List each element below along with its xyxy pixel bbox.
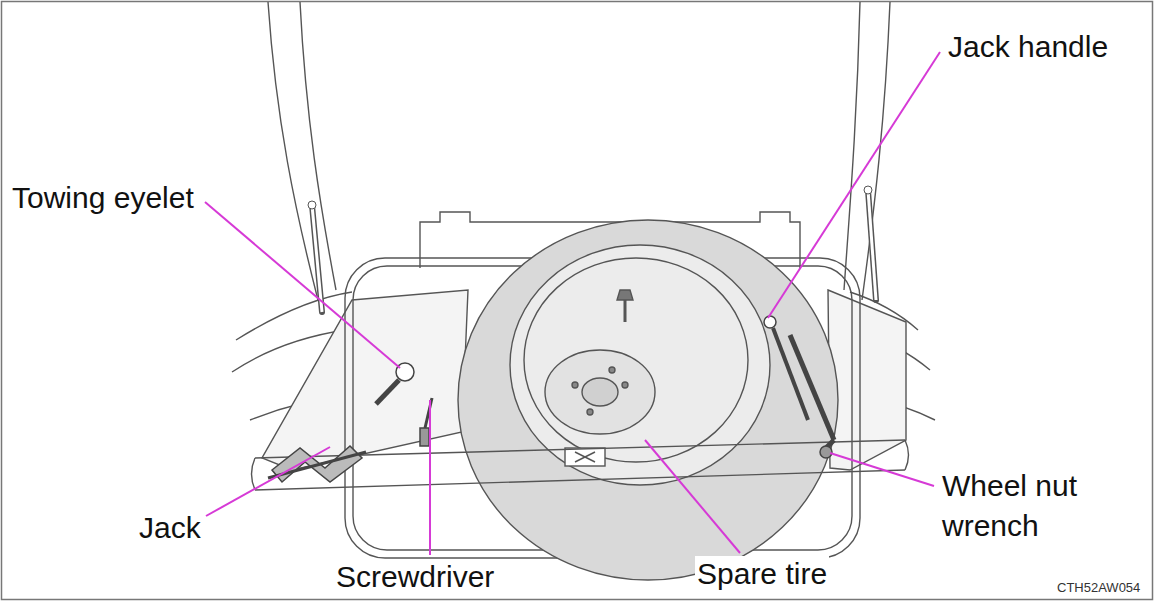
callout-label: Screwdriver — [334, 559, 496, 595]
callout-label: Jack — [137, 510, 203, 546]
callout-label: Towing eyelet — [10, 180, 196, 216]
leader-line — [205, 52, 940, 555]
wrench-symbol — [790, 335, 834, 440]
tools — [268, 316, 834, 482]
spare-tire — [458, 220, 838, 580]
jack-handle-symbol — [764, 316, 776, 328]
bumper — [252, 440, 909, 490]
figure-code: CTH52AW054 — [1055, 580, 1142, 596]
callout-label: Jack handle — [946, 29, 1110, 65]
callout-label: Wheel nut wrench — [940, 466, 1094, 546]
callout-label: Spare tire — [695, 556, 829, 592]
